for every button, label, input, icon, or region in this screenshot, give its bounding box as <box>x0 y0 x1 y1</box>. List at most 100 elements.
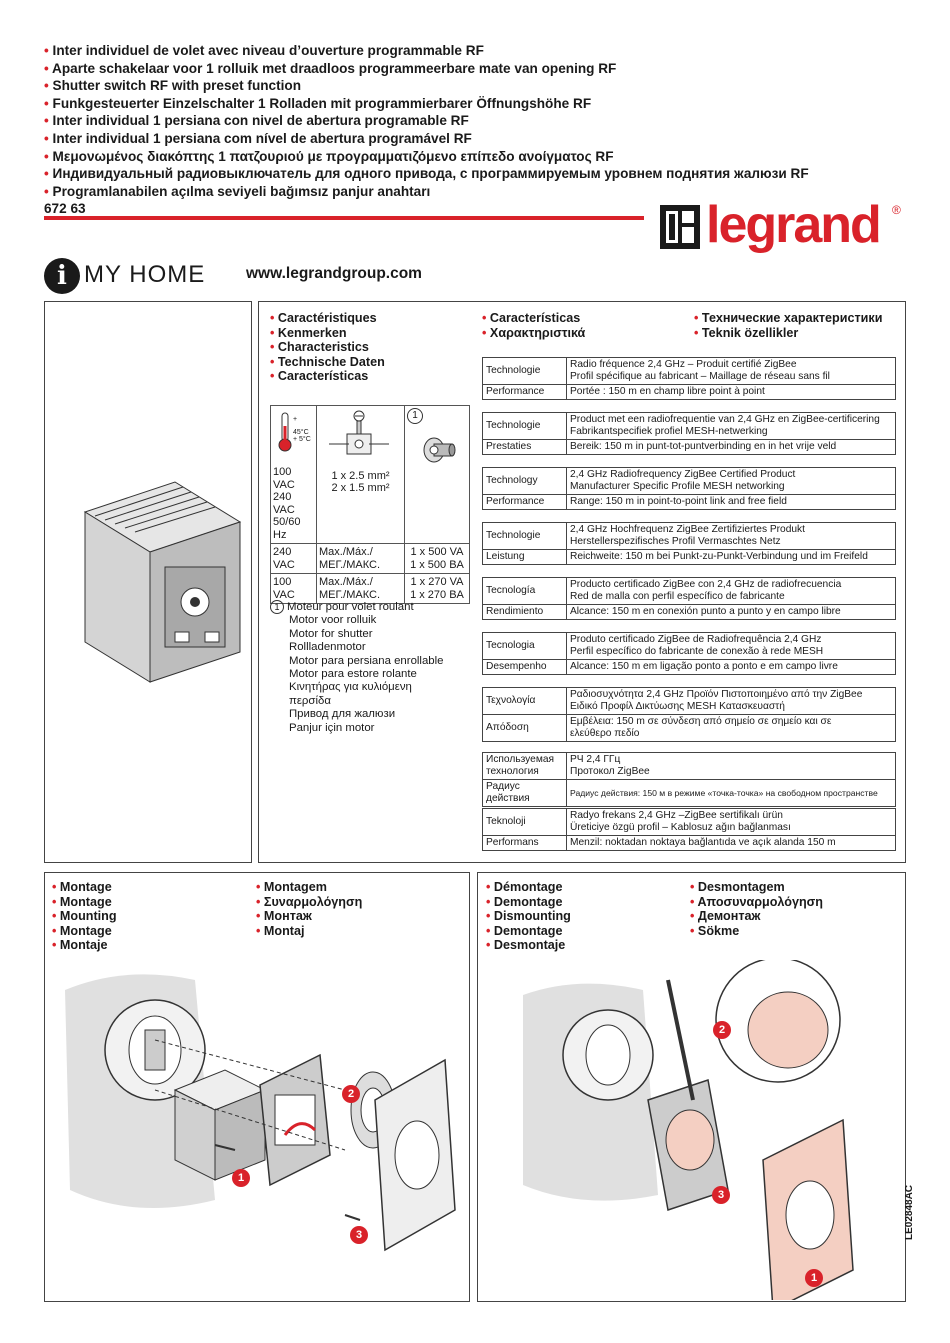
step-2-badge: 2 <box>342 1085 360 1103</box>
spec-value: Ραδιοσυχνότητα 2,4 GHz Προϊόν Πιστοποιημ… <box>566 687 896 715</box>
characteristics-panel <box>258 301 906 863</box>
heading-ru: Технические характеристики <box>694 311 883 326</box>
dismounting-panel <box>477 872 906 1302</box>
product-image-panel <box>44 301 252 863</box>
heading-nl: Kenmerken <box>270 326 385 341</box>
motor-pt: Motor para estore rolante <box>289 668 417 681</box>
marker-1-icon: 1 <box>270 600 284 614</box>
motor-es: Motor para persiana enrollable <box>289 654 444 667</box>
thermometer-icon <box>278 412 292 452</box>
spec-value: Portée : 150 m en champ libre point à po… <box>566 384 896 400</box>
heading-es: Características <box>270 369 385 384</box>
motor-en: Motor for shutter <box>289 627 373 640</box>
rating-voltage: 240 VAC <box>270 543 317 574</box>
spec-key: Rendimiento <box>482 604 567 620</box>
motor-cell: 1 <box>404 405 470 544</box>
header-divider <box>44 216 644 220</box>
marker-1-icon: 1 <box>407 408 423 424</box>
mounting-panel <box>44 872 470 1302</box>
spec-value: Range: 150 m in point-to-point link and … <box>566 494 896 510</box>
spec-key: Τεχνολογία <box>482 687 567 715</box>
spec-key: Technologie <box>482 412 567 440</box>
legrand-wordmark: legrand <box>706 196 882 254</box>
motor-fr: Moteur pour volet roulant <box>287 601 414 614</box>
supply-line-1: 100 VAC <box>273 466 295 491</box>
supply-line-3: 50/60 Hz <box>273 516 301 541</box>
spec-value: Радиус действия: 150 м в режиме «точка-т… <box>566 779 896 807</box>
title-pt: Inter individual 1 persiana com nível de… <box>44 130 924 148</box>
temp-min: + 5°C <box>293 436 311 443</box>
spec-key: Technologie <box>482 522 567 550</box>
heading-fr: Caractéristiques <box>270 311 385 326</box>
characteristics-heading-col1: Caractéristiques Kenmerken Characteristi… <box>270 311 385 384</box>
document-code: LE02848AC <box>904 1184 915 1240</box>
motor-el-1: Κινητήρας για κυλιόμενη <box>289 681 412 694</box>
spec-value: Alcance: 150 m en conexión punto a punto… <box>566 604 896 620</box>
spec-key: Prestaties <box>482 439 567 455</box>
motor-el-2: περσίδα <box>289 694 331 707</box>
website-link[interactable]: www.legrandgroup.com <box>246 265 422 282</box>
spec-key: Desempenho <box>482 659 567 675</box>
spec-value: Produto certificado ZigBee de Radiofrequ… <box>566 632 896 660</box>
heading-de: Technische Daten <box>270 355 385 370</box>
product-titles: Inter individuel de volet avec niveau d’… <box>44 42 924 200</box>
title-es: Inter individual 1 persiana con nivel de… <box>44 112 924 130</box>
spec-key: Tecnologia <box>482 632 567 660</box>
title-tr: Programlanabilen açılma seviyeli bağımsı… <box>44 183 924 201</box>
spec-value: Alcance: 150 m em ligação ponto a ponto … <box>566 659 896 675</box>
spec-key: Используемая технология <box>482 752 567 780</box>
rating-label: Max./Máx./МЕГ./МАКС. <box>316 573 405 604</box>
wire-cell: 1 x 2.5 mm² 2 x 1.5 mm² <box>316 405 405 544</box>
spec-value: 2,4 GHz Hochfrequenz ZigBee Zertifiziert… <box>566 522 896 550</box>
title-nl: Aparte schakelaar voor 1 rolluik met dra… <box>44 60 924 78</box>
spec-key: Tecnología <box>482 577 567 605</box>
title-en: Shutter switch RF with preset function <box>44 77 924 95</box>
info-icon: i <box>44 258 80 294</box>
spec-value: 2,4 GHz Radiofrequency ZigBee Certified … <box>566 467 896 495</box>
title-fr: Inter individuel de volet avec niveau d’… <box>44 42 924 60</box>
spec-key: Technologie <box>482 357 567 385</box>
spec-key: Радиус действия <box>482 779 567 807</box>
mounting-heading-col1: MontageMontageMountingMontageMontaje <box>52 880 117 953</box>
rating-label: Max./Máx./МЕГ./МАКС. <box>316 543 405 574</box>
spec-key: Performance <box>482 384 567 400</box>
step-3-badge: 3 <box>350 1226 368 1244</box>
spec-value: Radio fréquence 2,4 GHz – Produit certif… <box>566 357 896 385</box>
spec-value: Εμβέλεια: 150 m σε σύνδεση από σημείο σε… <box>566 714 896 742</box>
dismount-step-3-badge: 3 <box>712 1186 730 1204</box>
spec-key: Performans <box>482 835 567 851</box>
dismount-step-2-badge: 2 <box>713 1021 731 1039</box>
heading-tr: Teknik özellikler <box>694 326 882 341</box>
dismounting-heading-col1: DémontageDemontageDismountingDemontageDe… <box>486 880 571 953</box>
motor-icon <box>423 437 456 463</box>
motor-tr: Panjur için motor <box>289 721 375 734</box>
myhome-label: MY HOME <box>84 261 206 288</box>
title-ru: Индивидуальный радиовыключатель для одно… <box>44 165 924 183</box>
spec-key: Teknoloji <box>482 808 567 836</box>
characteristics-table: + 45°C + 5°C 100 VAC 240 VAC 50/60 Hz 1 … <box>270 405 470 604</box>
motor-de: Rollladenmotor <box>289 641 366 654</box>
device-illustration <box>83 481 242 683</box>
spec-value: Radyo frekans 2,4 GHz –ZigBee sertifikal… <box>566 808 896 836</box>
spec-key: Απόδοση <box>482 714 567 742</box>
registered-mark: ® <box>892 203 901 217</box>
spec-key: Technology <box>482 467 567 495</box>
characteristics-heading-col2: Características Χαρακτηριστικά <box>482 311 585 340</box>
spec-key: Performance <box>482 494 567 510</box>
spec-value: Product met een radiofrequentie van 2,4 … <box>566 412 896 440</box>
supply-line-2: 240 VAC <box>273 491 295 516</box>
characteristics-heading-col3: Технические характеристики Teknik özelli… <box>694 311 883 341</box>
mounting-heading-col2: MontagemΣυναρμολόγησηМонтажMontaj <box>256 880 362 938</box>
heading-en: Characteristics <box>270 340 385 355</box>
